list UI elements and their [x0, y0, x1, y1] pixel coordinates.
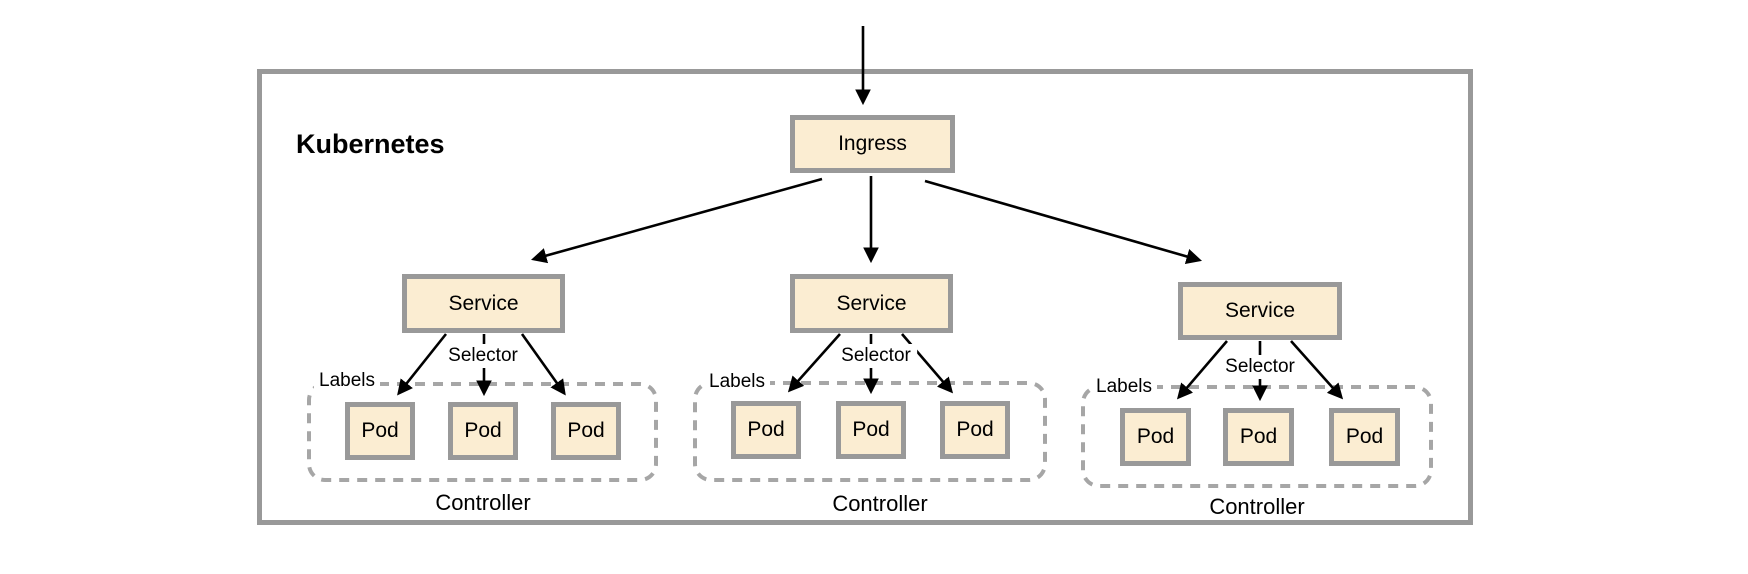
ingress-node: Ingress [790, 115, 955, 173]
service-node: Service [790, 274, 953, 333]
controller-label: Controller [435, 490, 531, 515]
service-to-pod-arrow [901, 333, 954, 394]
pod-node: Pod [551, 402, 621, 460]
pod-node: Pod [345, 402, 415, 460]
labels-label: Labels [1091, 376, 1157, 398]
selector-label: Selector [442, 344, 524, 368]
pod-node: Pod [448, 402, 518, 460]
ingress-to-service-arrow [924, 179, 1202, 265]
service-to-pod-arrow [1176, 340, 1228, 400]
ingress-to-service-arrow [530, 177, 823, 264]
pod-node: Pod [1223, 408, 1294, 466]
cluster-title: Kubernetes [296, 129, 445, 159]
labels-label: Labels [314, 370, 380, 392]
service-to-pod-arrow [520, 333, 566, 396]
pod-node: Pod [940, 401, 1010, 459]
pod-node: Pod [731, 401, 801, 459]
service-node: Service [402, 274, 565, 333]
service-to-pod-arrow [1290, 340, 1344, 400]
service-to-pod-arrow [787, 333, 841, 393]
selector-label: Selector [835, 344, 917, 368]
pod-node: Pod [836, 401, 906, 459]
labels-label: Labels [704, 371, 770, 393]
controller-label: Controller [832, 491, 928, 516]
pod-node: Pod [1329, 408, 1400, 466]
selector-label: Selector [1219, 355, 1301, 379]
service-to-pod-arrow [397, 333, 448, 396]
pod-node: Pod [1120, 408, 1191, 466]
service-node: Service [1178, 282, 1342, 340]
kubernetes-cluster-box [257, 69, 1473, 525]
controller-label: Controller [1209, 494, 1305, 519]
pod-group-boundary [307, 382, 658, 482]
